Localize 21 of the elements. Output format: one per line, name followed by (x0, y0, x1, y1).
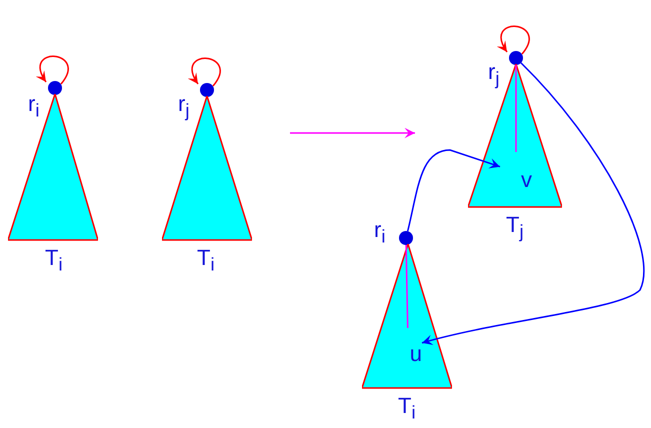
node-label: v (521, 168, 532, 192)
self-loop-arrow (497, 26, 530, 54)
path-line (405, 244, 408, 328)
arrow (422, 62, 644, 346)
tree-label: T$_{i}$ (45, 246, 63, 276)
root-dot (399, 231, 413, 245)
root-label: r$_{i}$ (28, 92, 40, 122)
self-loop-arrow (36, 56, 69, 84)
tree-label: T$_{i}$ (398, 394, 416, 424)
root-dot (48, 81, 62, 95)
root-label: r$_{i}$ (374, 218, 386, 248)
root-label: r$_{j}$ (178, 92, 190, 122)
tree-label: T$_{i}$ (197, 246, 215, 276)
root-dot (509, 51, 523, 65)
self-loop-arrow (188, 58, 221, 86)
arrow (406, 149, 500, 232)
root-label: r$_{j}$ (488, 60, 500, 90)
node-label: u (410, 342, 422, 366)
path-line (515, 65, 517, 152)
root-dot (200, 83, 214, 97)
tree-label: T$_{j}$ (506, 213, 524, 244)
